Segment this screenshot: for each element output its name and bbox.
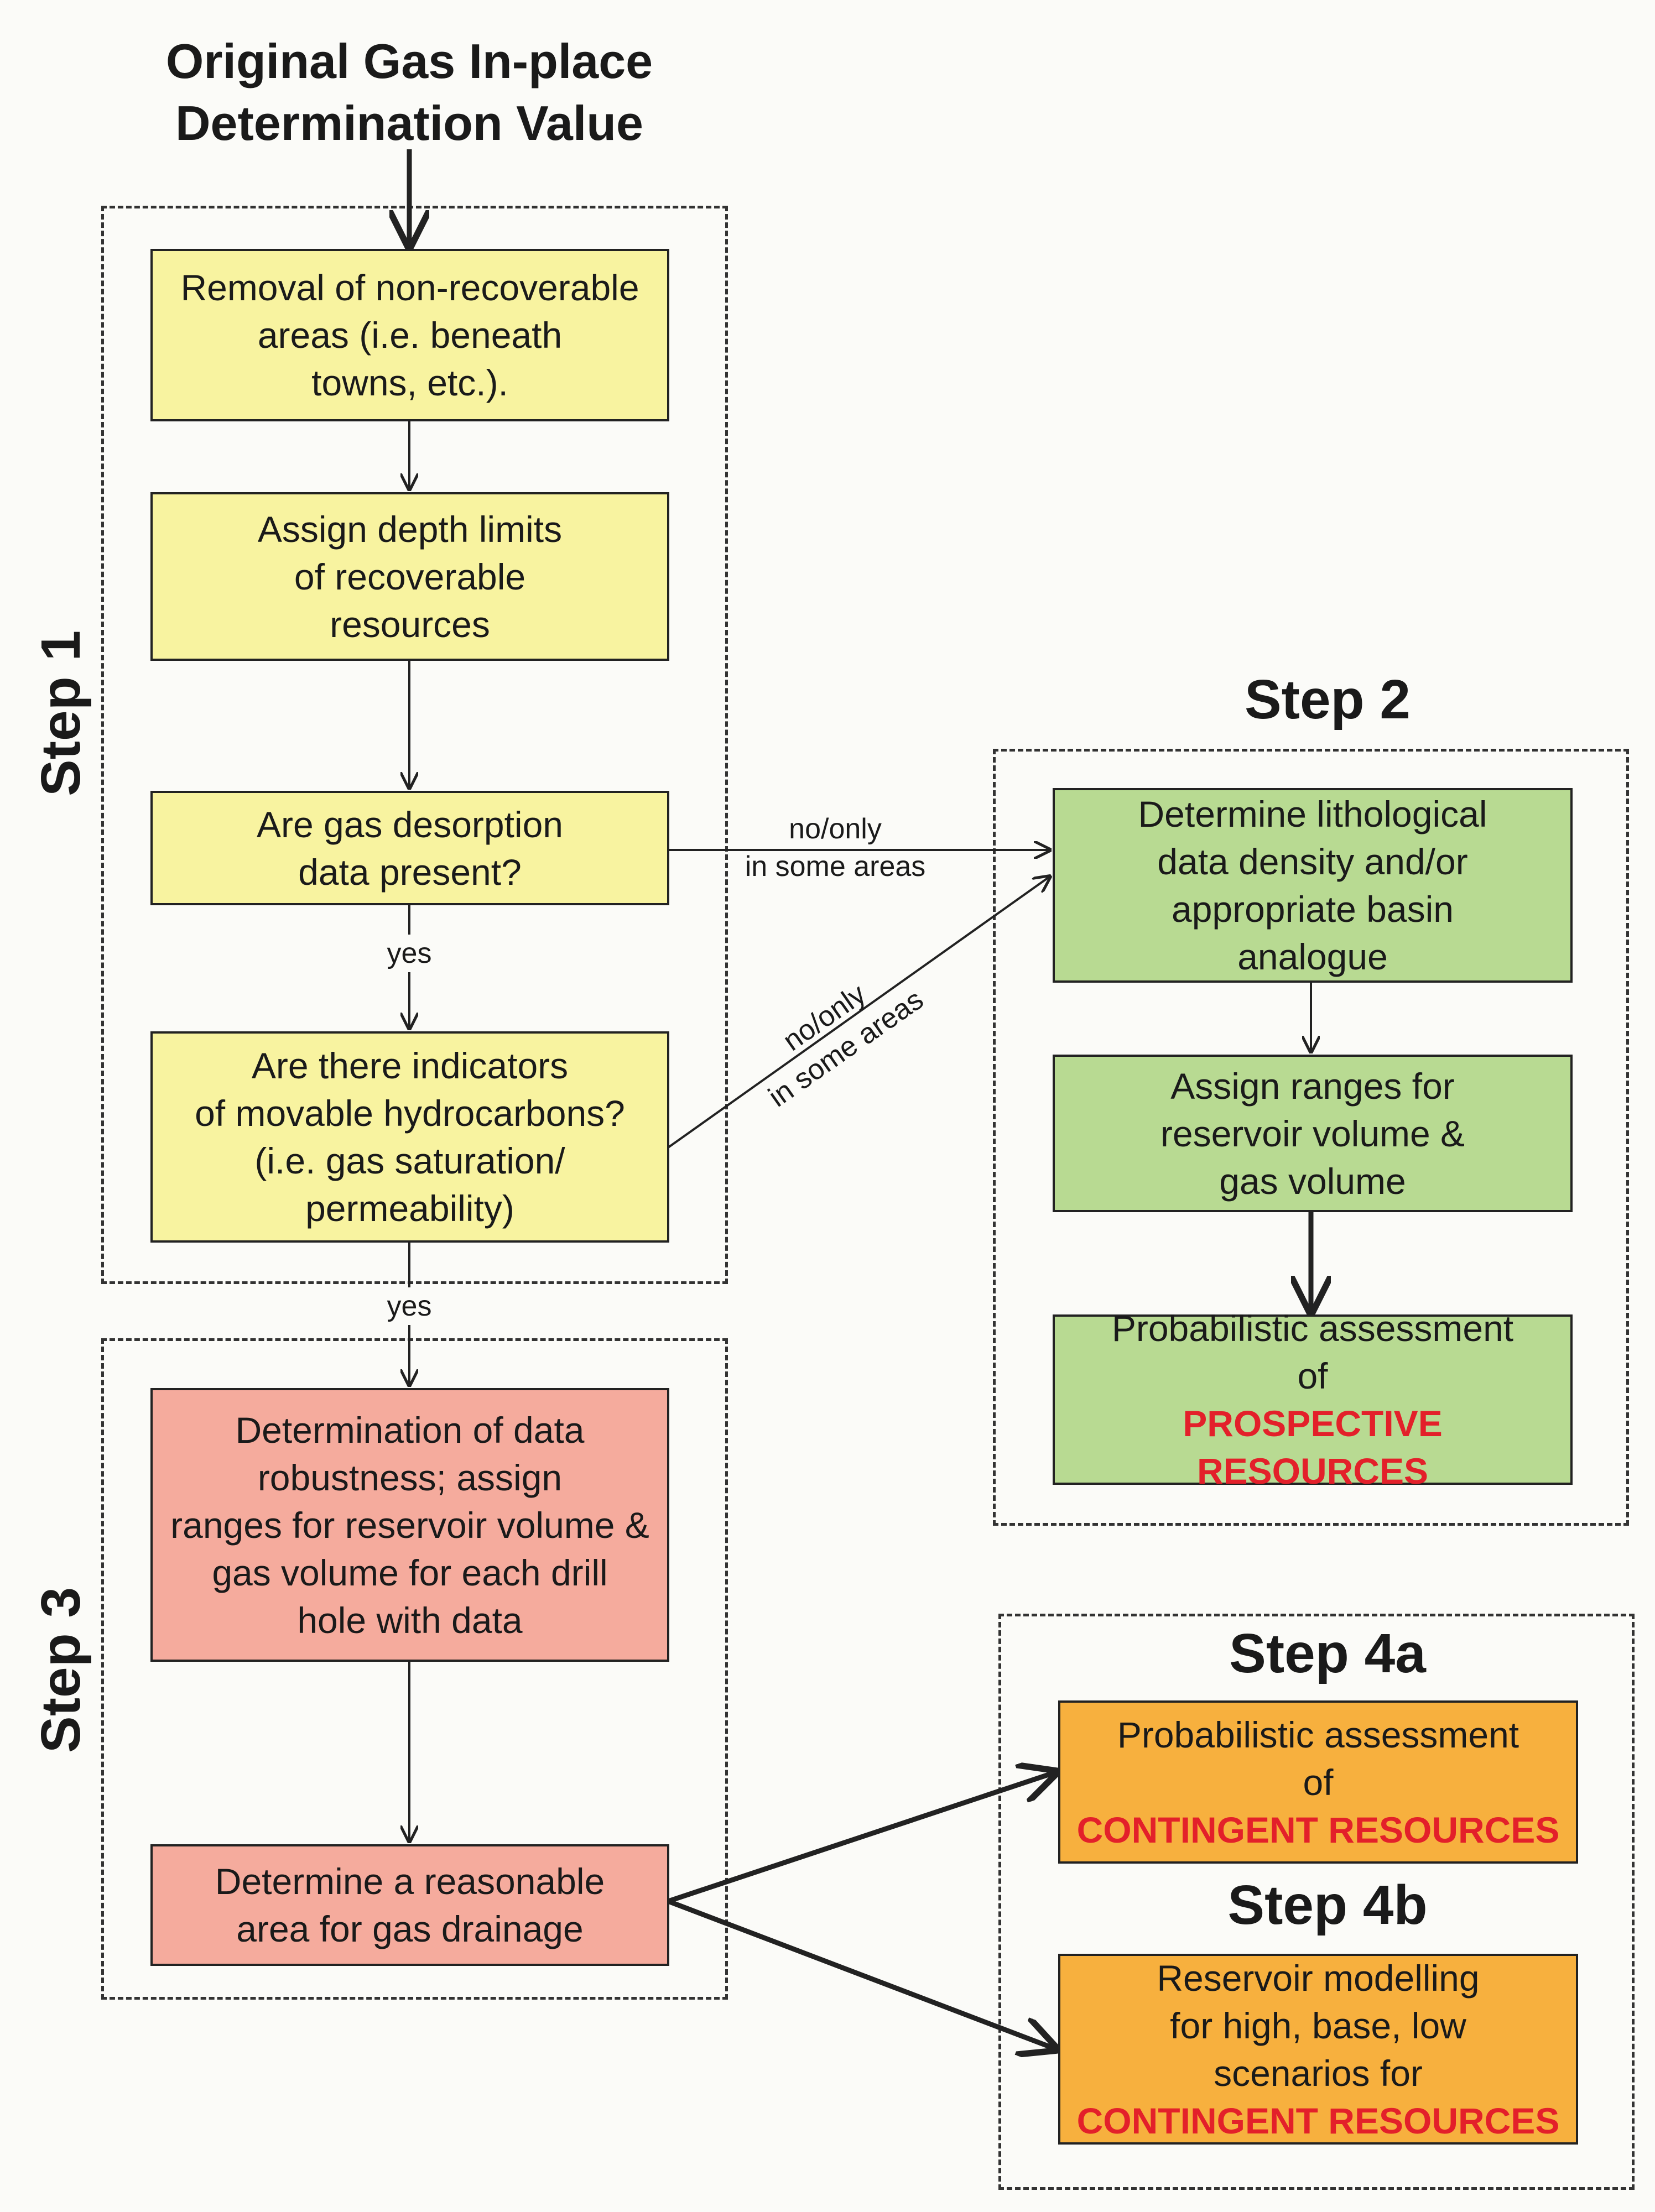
modelling-contingent-highlight: CONTINGENT RESOURCES (1076, 2100, 1560, 2141)
modelling-text: Reservoir modelling for high, base, low … (1157, 1957, 1480, 2094)
edge-label-desorption-no: no/only in some areas (745, 813, 926, 883)
step4-group (998, 1614, 1635, 2190)
removal-box: Removal of non-recoverable areas (i.e. b… (150, 249, 669, 421)
modelling-box: Reservoir modelling for high, base, low … (1058, 1954, 1578, 2145)
edge-label-yes-2: yes (382, 1287, 437, 1325)
desorption-decision-box: Are gas desorption data present? (150, 791, 669, 905)
edge-label-yes-1: yes (382, 935, 437, 972)
depth-limits-text: Assign depth limits of recoverable resou… (257, 508, 563, 645)
arrow-drainage-to-contingent (667, 1772, 1055, 1904)
ranges-text: Assign ranges for reservoir volume & gas… (1160, 1065, 1465, 1202)
depth-limits-box: Assign depth limits of recoverable resou… (150, 492, 669, 661)
robustness-text: Determination of data robustness; assign… (170, 1409, 649, 1641)
step2-label: Step 2 (1244, 669, 1411, 731)
arrow-drainage-to-modelling (667, 1898, 1055, 2049)
step1-group (101, 206, 728, 1284)
indicators-decision-box: Are there indicators of movable hydrocar… (150, 1031, 669, 1243)
prospective-box: Probabilistic assessment of PROSPECTIVE … (1053, 1308, 1573, 1491)
step4b-label: Step 4b (1227, 1874, 1428, 1936)
indicators-text: Are there indicators of movable hydrocar… (195, 1045, 625, 1229)
step3-group (101, 1338, 728, 2000)
contingent-box: Probabilistic assessment of CONTINGENT R… (1058, 1700, 1578, 1864)
arrow-indicators-to-lithological (667, 877, 1050, 1149)
prospective-resources-highlight: PROSPECTIVE RESOURCES (1183, 1403, 1443, 1491)
diagram-title: Original Gas In-place Determination Valu… (127, 30, 691, 154)
desorption-text: Are gas desorption data present? (256, 804, 563, 893)
step2-group (993, 749, 1629, 1526)
title-line-1: Original Gas In-place (165, 34, 653, 88)
ranges-box: Assign ranges for reservoir volume & gas… (1053, 1055, 1573, 1212)
step4a-label: Step 4a (1229, 1623, 1426, 1684)
lithological-text: Determine lithological data density and/… (1138, 794, 1487, 977)
lithological-box: Determine lithological data density and/… (1053, 788, 1573, 983)
contingent-text: Probabilistic assessment of (1117, 1714, 1519, 1803)
title-line-2: Determination Value (175, 96, 643, 150)
drainage-box: Determine a reasonable area for gas drai… (150, 1844, 669, 1966)
prospective-text: Probabilistic assessment of (1111, 1308, 1514, 1396)
removal-text: Removal of non-recoverable areas (i.e. b… (180, 267, 639, 403)
robustness-box: Determination of data robustness; assign… (150, 1388, 669, 1662)
contingent-resources-highlight: CONTINGENT RESOURCES (1076, 1809, 1560, 1850)
drainage-text: Determine a reasonable area for gas drai… (215, 1861, 605, 1949)
